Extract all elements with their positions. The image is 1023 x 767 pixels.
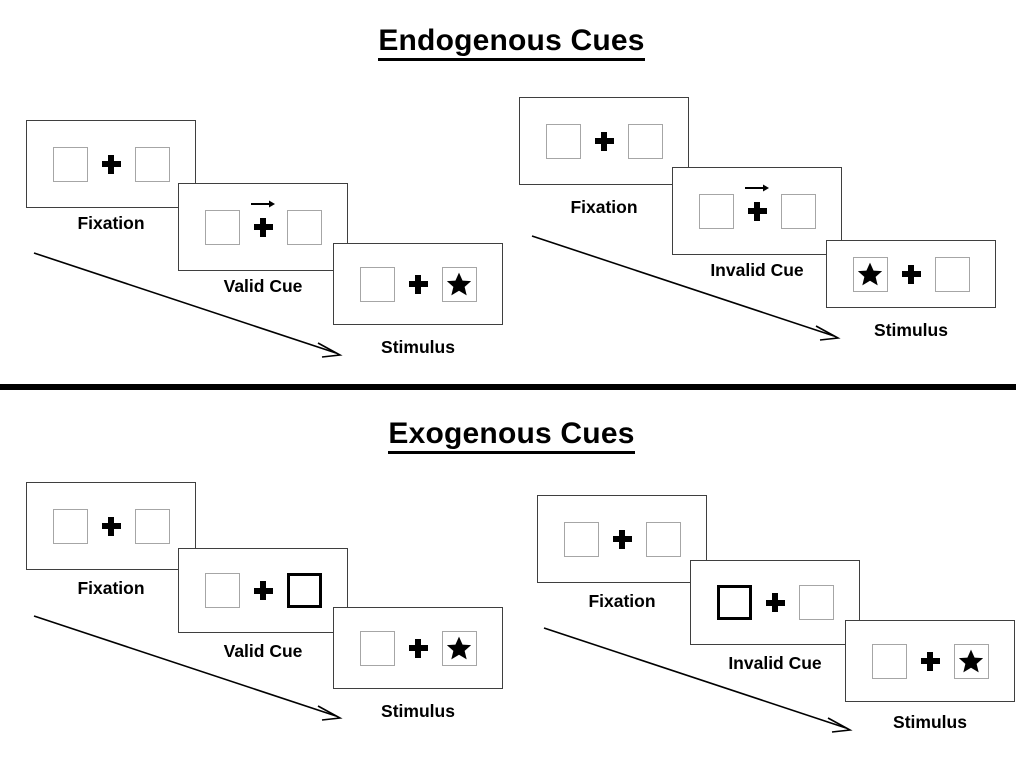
panel-label-exogenous-valid-cue: Valid Cue	[223, 641, 303, 661]
left-box	[852, 256, 888, 292]
section-title-exogenous-text: Exogenous Cues	[388, 417, 635, 454]
section-title-exogenous: Exogenous Cues	[0, 417, 1023, 454]
right-box	[134, 146, 170, 182]
panel-exogenous-valid-cue	[178, 548, 348, 633]
right-box-cued	[286, 573, 322, 608]
left-box	[563, 521, 599, 557]
right-box	[441, 266, 477, 302]
left-box	[204, 209, 240, 245]
star-icon	[857, 262, 883, 286]
panel-exogenous-valid-stimulus	[333, 607, 503, 689]
star-icon	[446, 636, 472, 660]
section-divider	[0, 384, 1016, 390]
panel-endogenous-valid-fixation	[26, 120, 196, 208]
star-icon	[958, 649, 984, 673]
left-box	[359, 266, 395, 302]
plus-icon	[901, 264, 921, 284]
panel-label-endogenous-invalid-fixation: Fixation	[570, 197, 638, 217]
left-box	[52, 146, 88, 182]
panel-endogenous-valid-stimulus	[333, 243, 503, 325]
plus-icon	[765, 593, 785, 612]
time-progression-arrow-icon	[33, 615, 343, 721]
arrow-right-icon	[251, 200, 275, 207]
plus-icon	[101, 154, 121, 174]
plus-icon	[408, 638, 428, 658]
panel-label-endogenous-valid-stimulus: Stimulus	[381, 337, 455, 357]
plus-icon	[745, 184, 769, 221]
right-box	[798, 585, 834, 620]
plus-icon	[612, 529, 632, 549]
time-progression-arrow-icon	[531, 235, 841, 341]
panel-exogenous-invalid-stimulus	[845, 620, 1015, 702]
right-box	[441, 630, 477, 666]
right-box	[134, 508, 170, 544]
right-box	[627, 123, 663, 159]
left-box	[871, 643, 907, 679]
panel-label-endogenous-invalid-stimulus: Stimulus	[874, 320, 948, 340]
panel-exogenous-valid-fixation	[26, 482, 196, 570]
right-box	[780, 193, 816, 229]
panel-label-exogenous-invalid-cue: Invalid Cue	[728, 653, 822, 673]
right-box	[645, 521, 681, 557]
panel-endogenous-valid-cue	[178, 183, 348, 271]
right-box	[286, 209, 322, 245]
time-progression-arrow-icon	[543, 627, 853, 733]
panel-label-exogenous-invalid-fixation: Fixation	[588, 591, 656, 611]
right-box	[953, 643, 989, 679]
star-icon	[446, 272, 472, 296]
panel-label-exogenous-invalid-stimulus: Stimulus	[893, 712, 967, 732]
plus-icon	[253, 581, 273, 600]
panel-endogenous-invalid-cue	[672, 167, 842, 255]
plus-icon	[101, 516, 121, 536]
section-title-endogenous-text: Endogenous Cues	[378, 24, 645, 61]
panel-exogenous-invalid-cue	[690, 560, 860, 645]
plus-icon	[594, 131, 614, 151]
panel-label-endogenous-valid-cue: Valid Cue	[223, 276, 303, 296]
left-box	[204, 573, 240, 608]
panel-label-endogenous-valid-fixation: Fixation	[77, 213, 145, 233]
panel-exogenous-invalid-fixation	[537, 495, 707, 583]
panel-endogenous-invalid-stimulus	[826, 240, 996, 308]
plus-icon	[251, 200, 275, 237]
plus-icon	[920, 651, 940, 671]
plus-icon	[408, 274, 428, 294]
left-box	[359, 630, 395, 666]
panel-endogenous-invalid-fixation	[519, 97, 689, 185]
left-box-cued	[716, 585, 752, 620]
section-title-endogenous: Endogenous Cues	[0, 24, 1023, 61]
left-box	[698, 193, 734, 229]
left-box	[52, 508, 88, 544]
right-box	[934, 256, 970, 292]
left-box	[545, 123, 581, 159]
arrow-right-icon	[745, 184, 769, 191]
panel-label-exogenous-valid-fixation: Fixation	[77, 578, 145, 598]
panel-label-endogenous-invalid-cue: Invalid Cue	[710, 260, 804, 280]
time-progression-arrow-icon	[33, 252, 343, 358]
panel-label-exogenous-valid-stimulus: Stimulus	[381, 701, 455, 721]
